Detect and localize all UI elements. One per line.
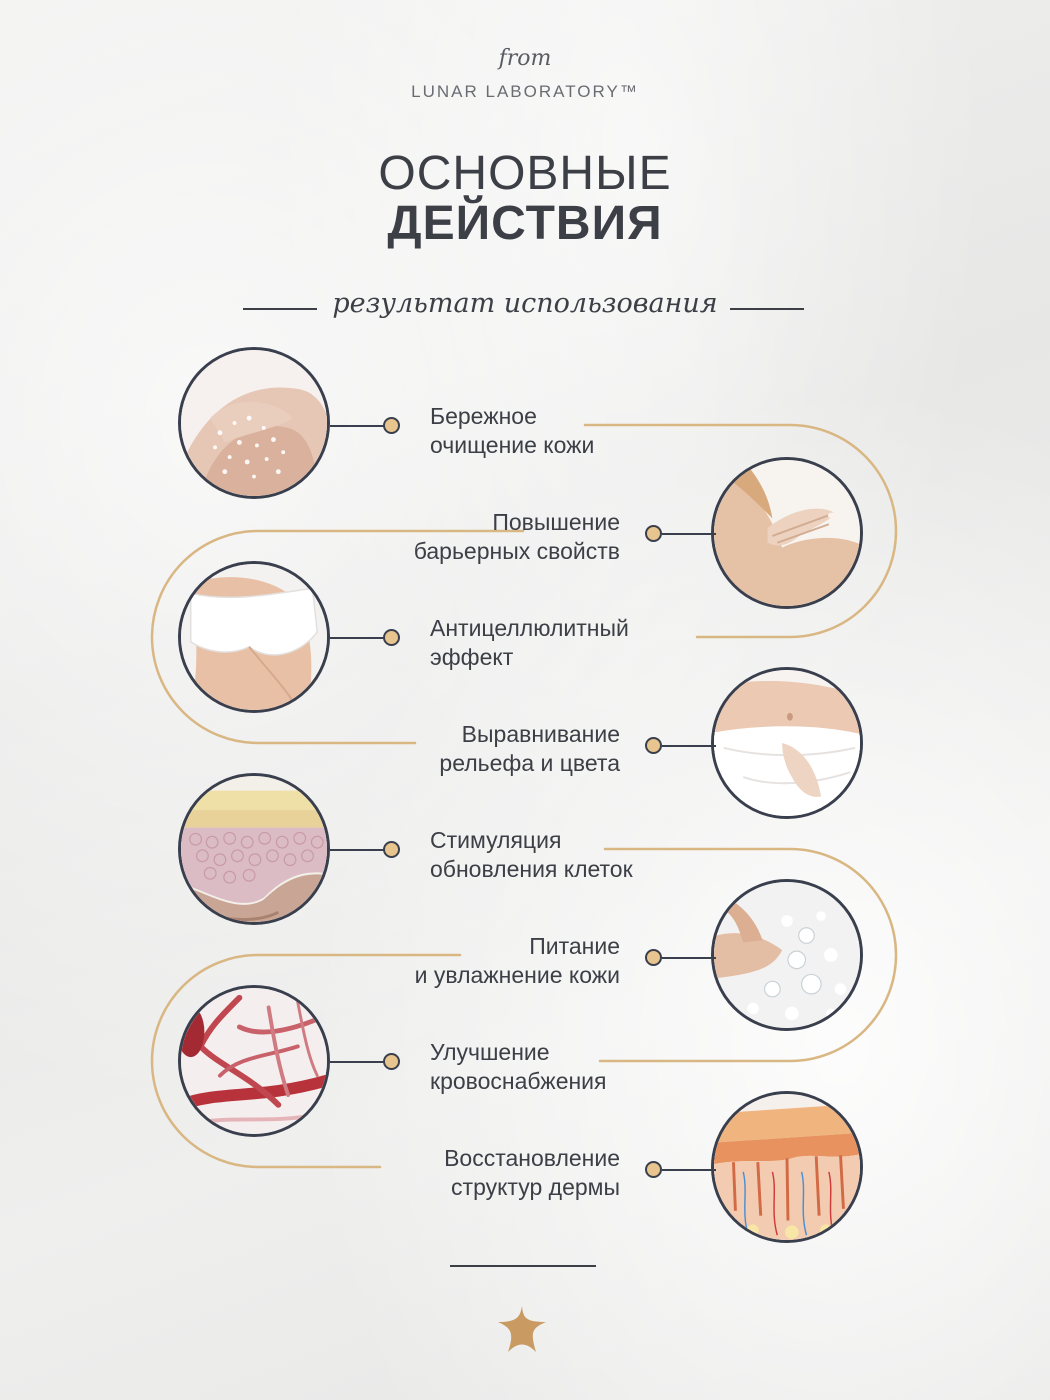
feature-image-skin-cell-layers [178,773,330,925]
feature-text-2-line-2: барьерных свойств [413,538,620,564]
feature-text-6: Питание и увлажнение кожи [415,932,620,990]
feature-text-7-line-2: кровоснабжения [430,1068,607,1094]
feature-text-6-line-1: Питание [529,933,620,959]
feature-dot-7 [383,1053,400,1070]
feature-text-5: Стимуляция обновления клеток [430,826,633,884]
feature-text-4-line-1: Выравнивание [461,721,620,747]
feature-image-blood-vessels [178,985,330,1137]
feature-text-4: Выравнивание рельефа и цвета [439,720,620,778]
feature-text-1-line-2: очищение кожи [430,432,595,458]
section-subtitle: результат использования [332,288,718,319]
feature-dot-8 [645,1161,662,1178]
footer-rule [450,1265,596,1267]
subtitle-rule-right [730,308,804,310]
feature-stem-4 [662,745,716,747]
feature-image-dermis-cross-section [711,1091,863,1243]
feature-text-3: Антицеллюлитный эффект [430,614,629,672]
feature-stem-6 [662,957,716,959]
feature-text-3-line-1: Антицеллюлитный [430,615,629,641]
feature-text-8-line-2: структур дермы [451,1174,620,1200]
star-icon [498,1306,546,1352]
brand-from: from [498,46,552,71]
feature-text-3-line-2: эффект [430,644,514,670]
page-title-line-2: ДЕЙСТВИЯ [387,197,663,250]
feature-stem-5 [330,849,384,851]
brand-name: LUNAR LABORATORY™ [411,82,639,101]
feature-dot-2 [645,525,662,542]
feature-text-7: Улучшение кровоснабжения [430,1038,607,1096]
feature-dot-4 [645,737,662,754]
feature-text-1-line-1: Бережное [430,403,537,429]
feature-text-7-line-1: Улучшение [430,1039,550,1065]
feature-text-2: Повышение барьерных свойств [414,508,620,566]
feature-stem-1 [330,425,384,427]
feature-text-4-line-2: рельефа и цвета [439,750,620,776]
feature-text-6-line-2: и увлажнение кожи [414,962,620,988]
feature-text-8-line-1: Восстановление [444,1145,620,1171]
feature-dot-1 [383,417,400,434]
feature-stem-2 [662,533,716,535]
feature-image-toned-waist [711,667,863,819]
feature-text-2-line-1: Повышение [492,509,620,535]
feature-stem-8 [662,1169,716,1171]
feature-image-water-splash-arm [711,879,863,1031]
feature-image-hand-on-shoulder [711,457,863,609]
feature-text-5-line-2: обновления клеток [430,856,633,882]
feature-stem-7 [330,1061,384,1063]
feature-dot-5 [383,841,400,858]
feature-text-8: Восстановление структур дермы [444,1144,620,1202]
feature-text-5-line-1: Стимуляция [430,827,562,853]
subtitle-rule-left [243,308,317,310]
feature-text-1: Бережное очищение кожи [430,402,594,460]
feature-image-scrub-shoulder [178,347,330,499]
page-title-line-1: ОСНОВНЫЕ [378,147,672,200]
feature-image-hips-in-white-underwear [178,561,330,713]
feature-dot-6 [645,949,662,966]
feature-stem-3 [330,637,384,639]
feature-dot-3 [383,629,400,646]
